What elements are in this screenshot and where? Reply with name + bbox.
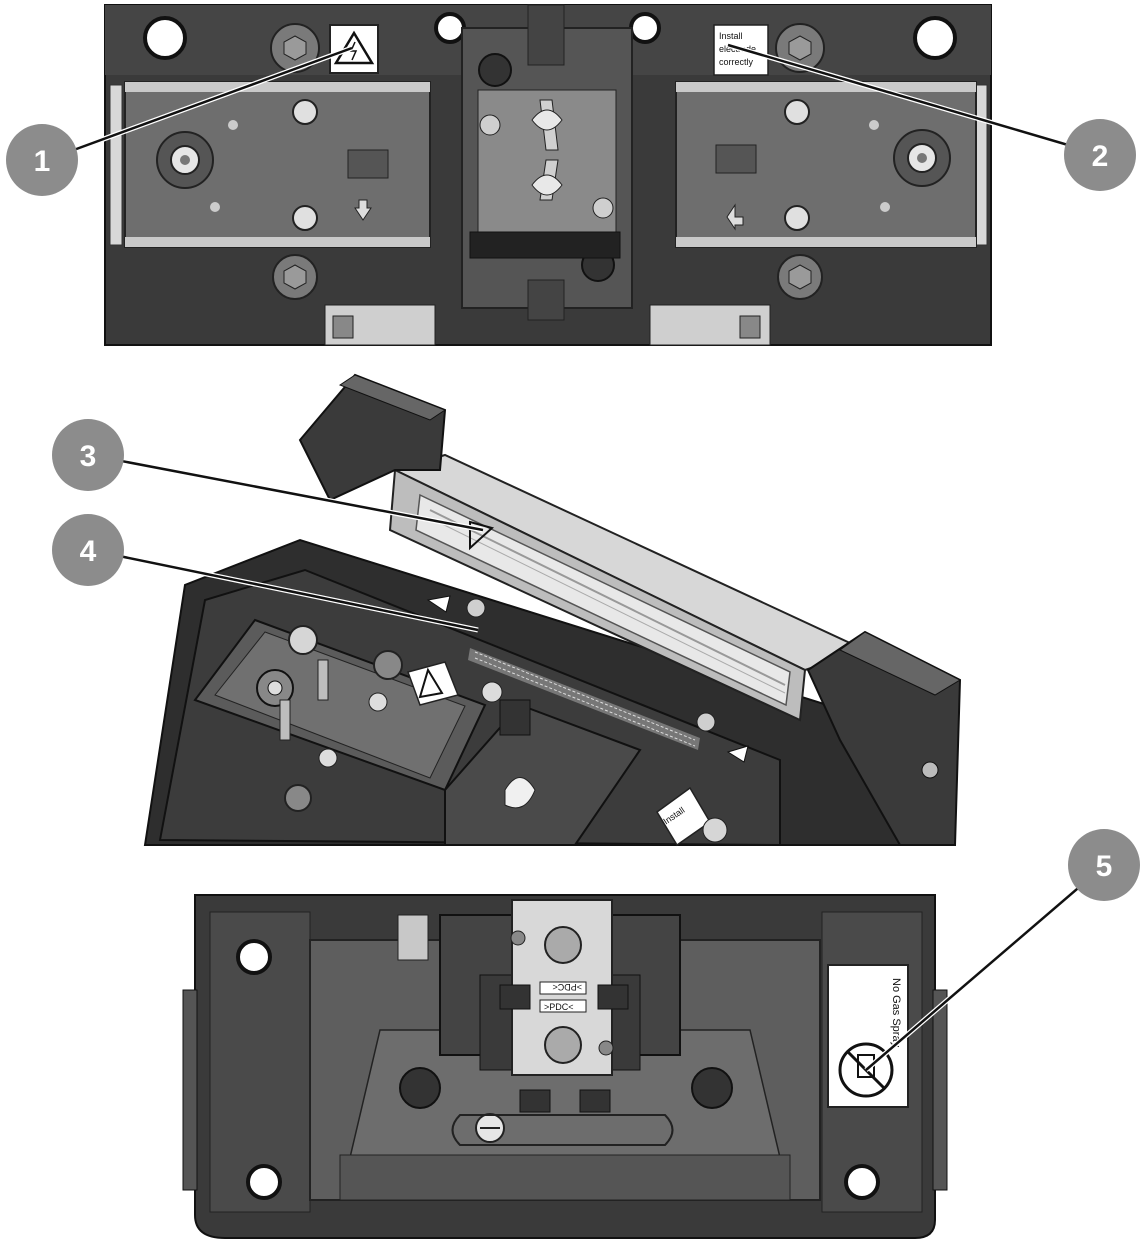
install-electrode-label-2: Install	[656, 786, 711, 847]
svg-text:3: 3	[80, 440, 97, 473]
panel-perspective-view: Install	[143, 373, 962, 847]
svg-text:5: 5	[1096, 850, 1113, 883]
panel-lid-interior: >PDC< >PDC< No Gas Spray	[182, 894, 948, 1239]
warning-label-platform	[407, 661, 460, 706]
warning-label-1	[329, 24, 379, 74]
panel-top-view: Install electrode correctly	[104, 4, 992, 346]
left-fiber-clamp	[124, 81, 431, 248]
callout-1: 1	[6, 124, 78, 196]
callout-4: 4	[52, 514, 124, 586]
callout-2: 2	[1064, 119, 1136, 191]
no-gas-spray-label: No Gas Spray	[827, 964, 909, 1108]
callout-3: 3	[52, 419, 124, 491]
svg-text:Install: Install	[719, 31, 743, 41]
callout-5: 5	[1068, 829, 1140, 901]
svg-text:>PDC<: >PDC<	[552, 982, 582, 992]
svg-text:correctly: correctly	[719, 57, 754, 67]
svg-text:2: 2	[1092, 140, 1109, 173]
windshield-lid	[388, 453, 868, 750]
svg-text:>PDC<: >PDC<	[544, 1002, 574, 1012]
right-fiber-clamp	[675, 81, 977, 248]
svg-text:No Gas Spray: No Gas Spray	[890, 978, 902, 1048]
electrode-area	[461, 4, 633, 321]
svg-text:1: 1	[34, 145, 51, 178]
leader-lines	[59, 42, 1107, 1072]
svg-text:4: 4	[80, 535, 97, 568]
